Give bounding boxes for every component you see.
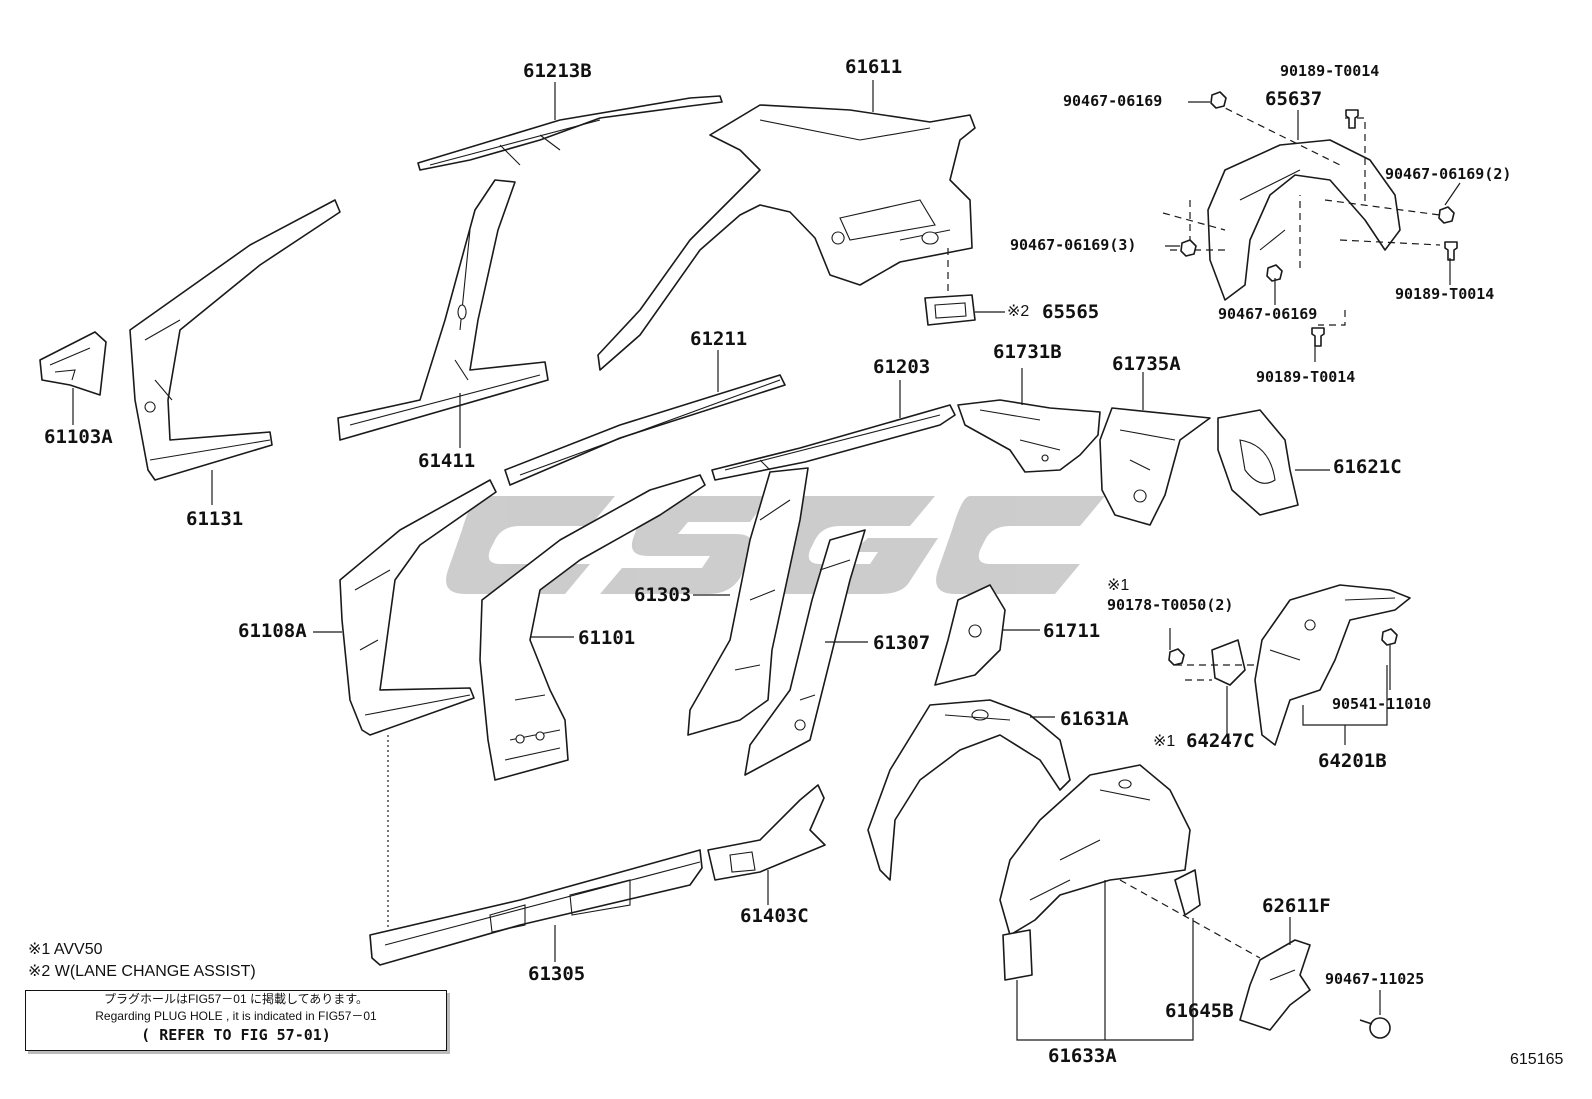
clip-icon [1311,327,1325,347]
part-61633A-wheelhouse-inner [999,764,1261,1041]
nut-icon [1266,264,1283,282]
part-61305-rocker [369,849,703,966]
label-64201B[interactable]: 64201B [1318,750,1387,772]
label-61307[interactable]: 61307 [873,632,931,654]
part-64201B-bracket [1254,584,1411,746]
part-61711-panel [934,584,1040,686]
label-90178-T0050-2[interactable]: 90178-T0050(2) [1107,596,1234,614]
label-61735A[interactable]: 61735A [1112,353,1181,375]
label-62611F[interactable]: 62611F [1262,895,1331,917]
label-90467-11025[interactable]: 90467-11025 [1325,970,1425,988]
watermark-logo [446,496,1105,594]
fasteners [1165,91,1461,1039]
part-61108A-pillar [313,479,497,930]
note-avv50: ※1 AVV50 [28,941,103,958]
part-65637-liner [1162,102,1441,326]
part-61203-rail [711,380,956,481]
label-90189-T0014-bottom[interactable]: 90189-T0014 [1256,368,1356,386]
figure-number: 615165 [1510,1051,1564,1068]
label-61211[interactable]: 61211 [690,328,748,350]
nut-icon [1210,91,1227,109]
part-65565-bracket [924,248,1005,326]
part-61131-pillar [129,199,341,505]
label-61411[interactable]: 61411 [418,450,476,472]
marker-note2: ※2 [1007,303,1030,320]
label-61101[interactable]: 61101 [578,627,636,649]
label-61108A[interactable]: 61108A [238,620,307,642]
label-65565[interactable]: 65565 [1042,301,1100,323]
part-61307-pillar [744,529,868,776]
nut-icon [1438,206,1455,224]
label-90541-11010[interactable]: 90541-11010 [1332,695,1432,713]
label-61621C[interactable]: 61621C [1333,456,1402,478]
label-90467-06169-3[interactable]: 90467-06169(3) [1010,236,1137,254]
label-61731B[interactable]: 61731B [993,341,1062,363]
notice-refer-link[interactable]: ( REFER TO FIG 57-01) [141,1026,331,1044]
part-61403C-bracket [707,784,826,905]
nut-icon [1381,628,1398,646]
label-61203[interactable]: 61203 [873,356,931,378]
part-61303-pillar [687,467,809,736]
label-65637[interactable]: 65637 [1265,88,1323,110]
part-61735A-panel [1099,372,1211,526]
label-90467-06169-2[interactable]: 90467-06169(2) [1385,165,1512,183]
marker-note1-bracket: ※1 [1153,733,1176,750]
label-90467-06169-top[interactable]: 90467-06169 [1063,92,1163,110]
notice-line-japanese: プラグホールはFIG57－01 に掲載してあります。 [103,992,369,1006]
label-61645B[interactable]: 61645B [1165,1000,1234,1022]
part-61731B-panel [957,368,1101,473]
part-61101-pillar [479,474,706,781]
marker-note1-fastener: ※1 [1107,577,1130,594]
part-61103A-bracket [39,331,107,425]
label-61131[interactable]: 61131 [186,508,244,530]
label-61403C[interactable]: 61403C [740,905,809,927]
label-61103A[interactable]: 61103A [44,426,113,448]
label-61303[interactable]: 61303 [634,584,692,606]
label-61711[interactable]: 61711 [1043,620,1101,642]
part-61213B-roof-rail [417,82,723,171]
clip-icon [1345,109,1359,129]
label-61631A[interactable]: 61631A [1060,708,1129,730]
label-90189-T0014-right[interactable]: 90189-T0014 [1395,285,1495,303]
label-61305[interactable]: 61305 [528,963,586,985]
nut-icon [1168,648,1185,666]
clip-icon [1444,241,1458,261]
label-61633A[interactable]: 61633A [1048,1045,1117,1067]
clip-icon [1359,1017,1391,1039]
part-61621C-panel [1217,409,1330,516]
label-61611[interactable]: 61611 [845,56,903,78]
notice-line-english: Regarding PLUG HOLE , it is indicated in… [95,1009,377,1023]
part-62611F-panel [1239,917,1381,1031]
label-61213B[interactable]: 61213B [523,60,592,82]
plug-hole-notice-box: プラグホールはFIG57－01 に掲載してあります。 Regarding PLU… [25,990,447,1051]
note-lane-change-assist: ※2 W(LANE CHANGE ASSIST) [28,963,256,980]
label-90467-06169-mid[interactable]: 90467-06169 [1218,305,1318,323]
part-61411-rocker [337,179,549,448]
part-61631A-wheelhouse [867,699,1071,881]
label-90189-T0014-top[interactable]: 90189-T0014 [1280,62,1380,80]
part-64247C-bracket [1175,639,1255,735]
label-64247C[interactable]: 64247C [1186,730,1255,752]
part-61211-rail [504,350,786,486]
nut-icon [1180,239,1197,257]
part-61611-quarter-panel [597,80,976,371]
